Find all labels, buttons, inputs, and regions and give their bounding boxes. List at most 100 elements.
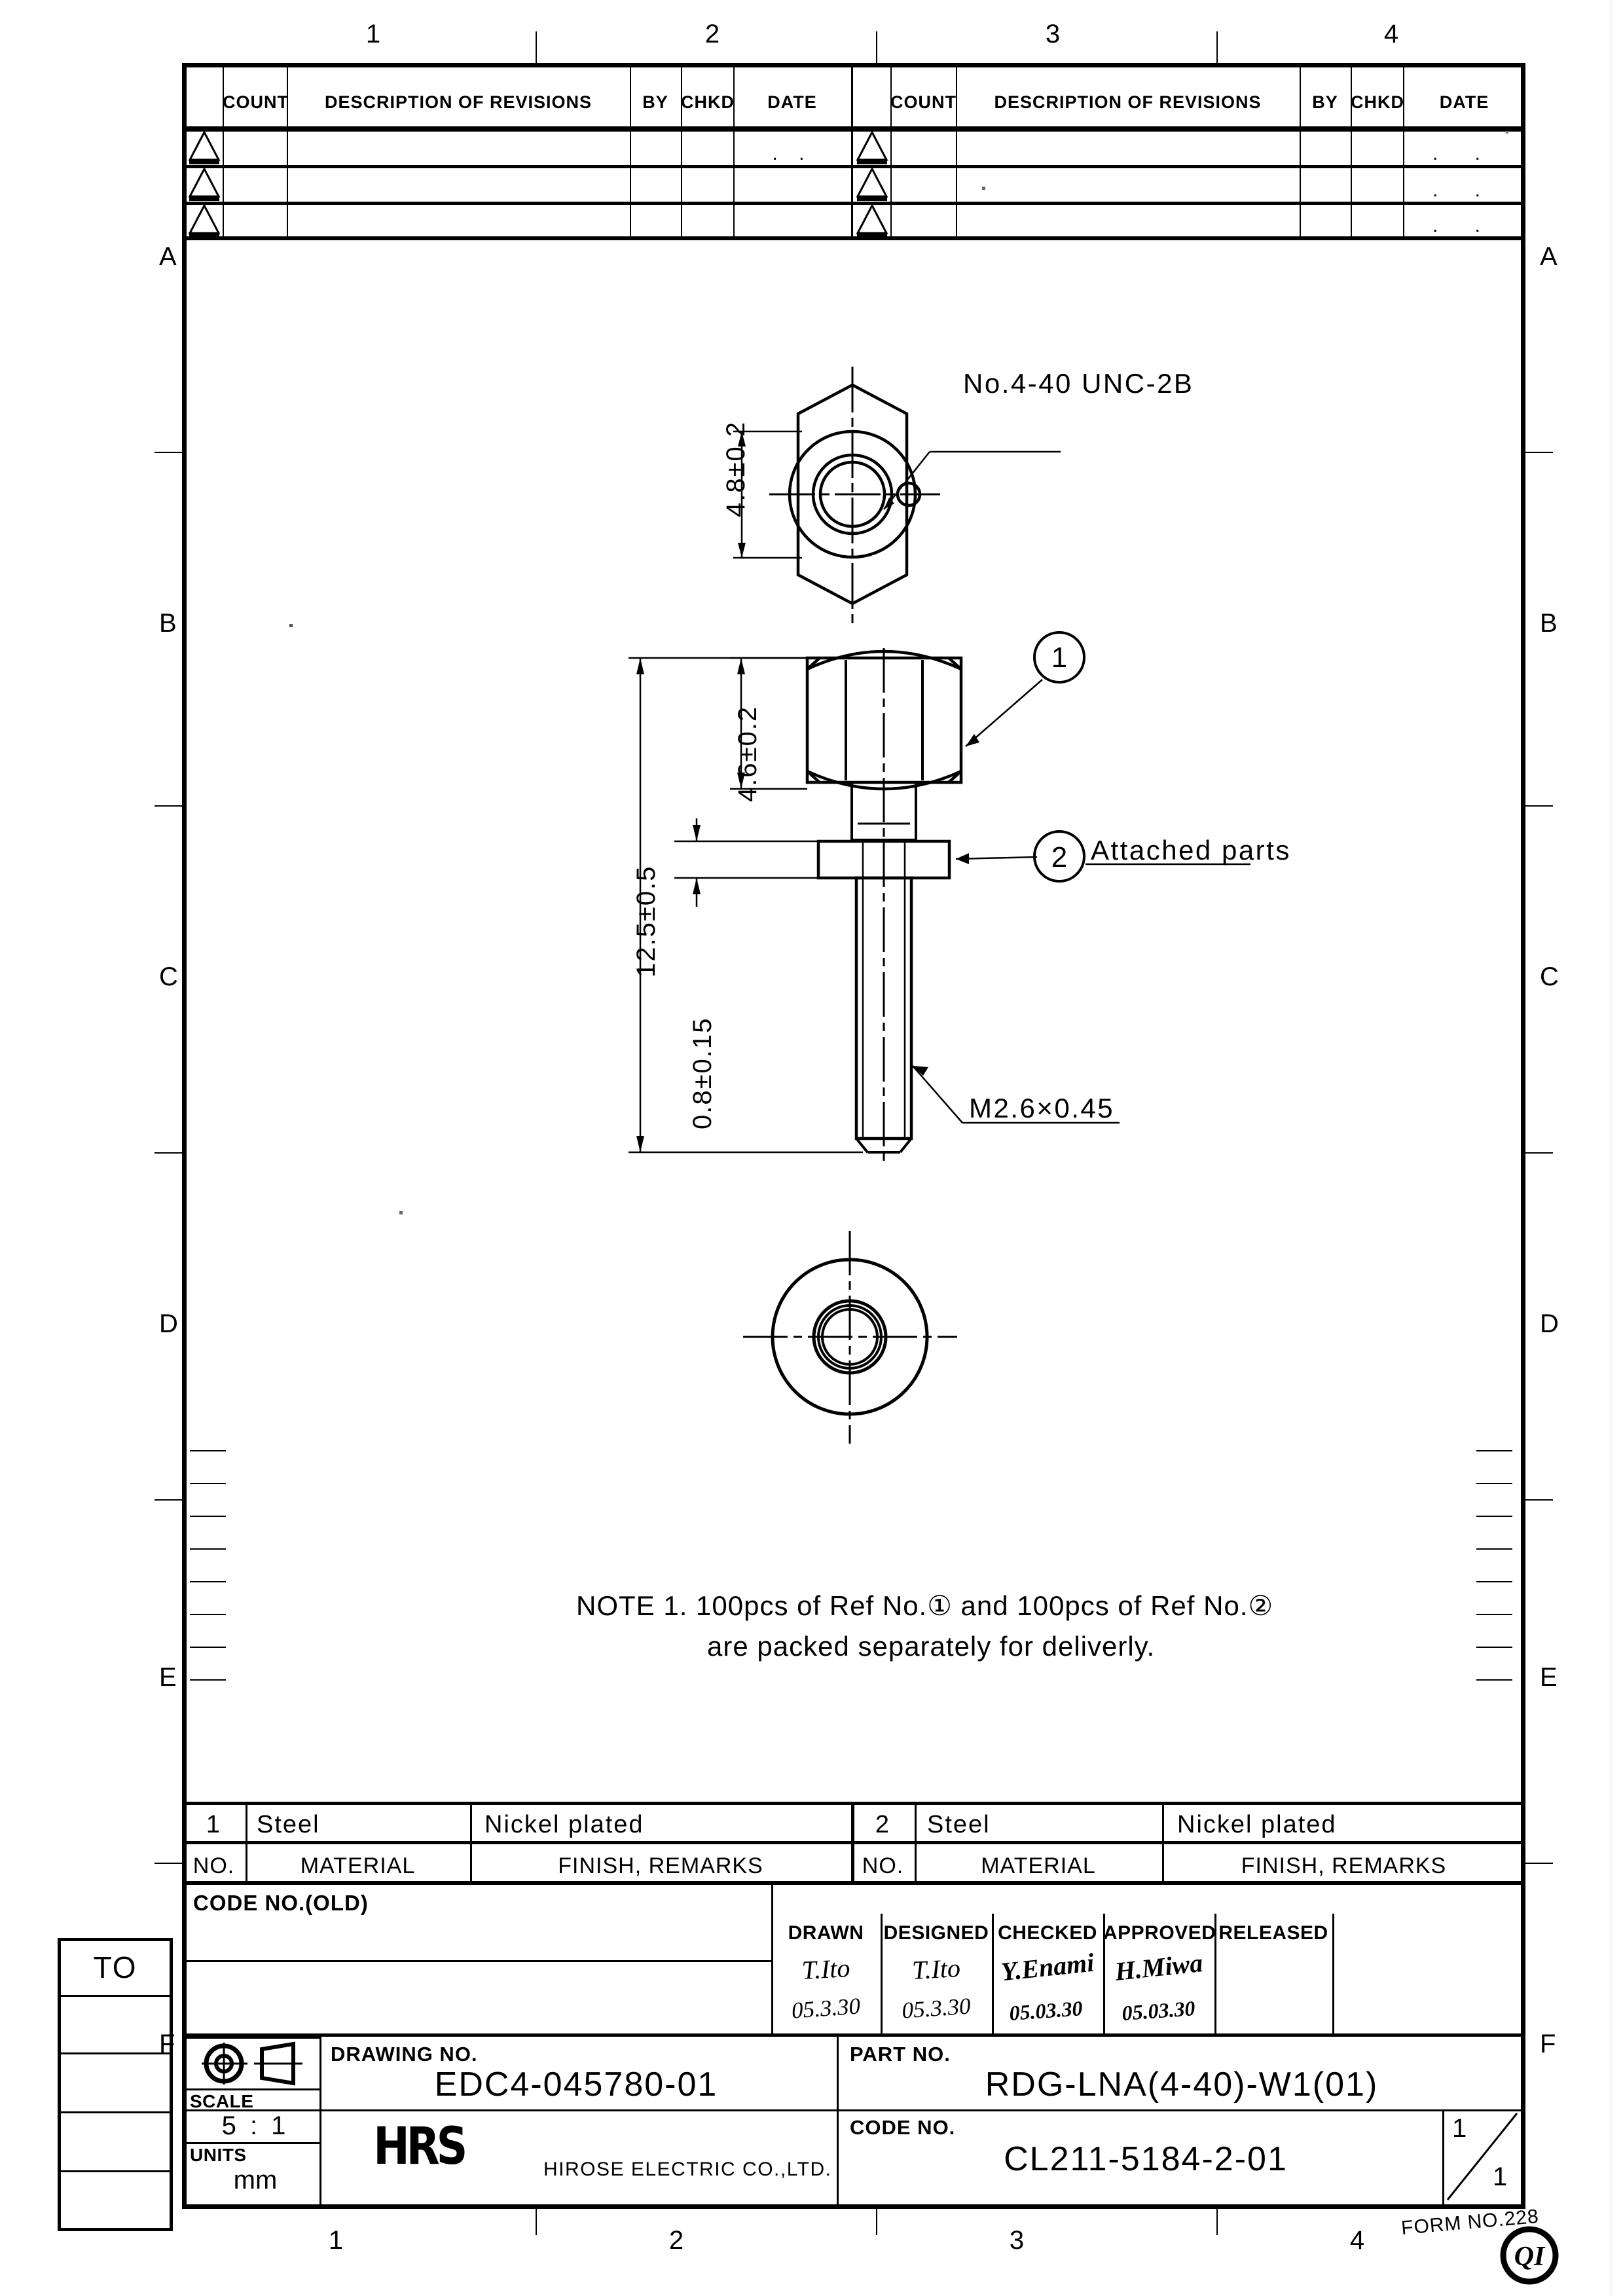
- rev-header-description-left: DESCRIPTION OF REVISIONS: [324, 92, 593, 112]
- approval-date-designed: 05.3.30: [901, 1993, 972, 2024]
- title-hline-approval-bottom: [182, 2033, 1525, 2037]
- rev-hline-r3: [182, 202, 1525, 205]
- rev-header-chkd-left: CHKD: [681, 92, 735, 112]
- zone-row-c-left: C: [159, 962, 178, 991]
- rev-header-description-right: DESCRIPTION OF REVISIONS: [994, 92, 1262, 112]
- signature-drawn: T.Ito: [801, 1953, 851, 1985]
- parts-hline-bottom: [182, 1881, 1525, 1885]
- frame-top-border: [182, 63, 1525, 67]
- zone-col-3-bottom: 3: [1009, 2226, 1025, 2255]
- zone-divider-bot-3: [1216, 2206, 1218, 2235]
- title-vl-drawn: [881, 1914, 883, 2033]
- rev-hline-r1: [182, 128, 1525, 132]
- side-view-screw: [629, 631, 1250, 1162]
- side-tab-divider-4: [61, 2170, 170, 2172]
- zone-col-2-top: 2: [704, 20, 720, 48]
- approval-header-drawn: DRAWN: [788, 1922, 864, 1944]
- zone-divider-bot-2: [876, 2206, 877, 2235]
- parts-col-label-no-right: NO.: [862, 1853, 904, 1878]
- title-hline-drawing: [182, 2109, 1525, 2111]
- zone-row-e-right: E: [1540, 1663, 1558, 1692]
- rev-vl-l2: [287, 63, 288, 236]
- part-no-label: PART NO.: [850, 2043, 951, 2066]
- sheet-current: 1: [1452, 2114, 1467, 2143]
- scan-speck-3: [982, 187, 985, 190]
- parts-col-label-no-left: NO.: [192, 1853, 235, 1878]
- scan-speck-4: [1506, 131, 1508, 134]
- title-vl-designed: [992, 1914, 994, 2033]
- rev-header-date-right: DATE: [1439, 92, 1489, 112]
- parts-col-label-material-left: MATERIAL: [300, 1853, 416, 1878]
- zone-row-a-left: A: [159, 242, 177, 271]
- frame-right-border: [1521, 63, 1525, 2209]
- sheet-total: 1: [1493, 2162, 1508, 2191]
- row-tick-left-1: [155, 452, 182, 453]
- approval-header-designed: DESIGNED: [883, 1922, 989, 1944]
- title-vl-left-approval: [771, 1885, 773, 2033]
- zone-row-e-left: E: [159, 1663, 177, 1692]
- rev-vl-l4: [681, 63, 682, 236]
- parts-col-label-finish-right: FINISH, REMARKS: [1241, 1853, 1447, 1878]
- side-tab-divider-1: [61, 1995, 170, 1997]
- frame-bottom-border: [182, 2204, 1525, 2209]
- revision-triangles-right: [856, 130, 888, 238]
- parts-item-1-finish: Nickel plated: [484, 1811, 644, 1838]
- title-vl-sheet: [1442, 2109, 1444, 2204]
- note-line-1: NOTE 1. 100pcs of Ref No.① and 100pcs of…: [576, 1590, 1274, 1621]
- rev-row-1-date-right: . .: [1432, 143, 1496, 164]
- title-hline-codeold: [182, 1960, 771, 1962]
- zone-col-3-top: 3: [1045, 20, 1061, 48]
- title-hline-projsym: [182, 2037, 319, 2039]
- side-tab-to: [58, 1938, 173, 2231]
- zone-col-1-bottom: 1: [328, 2226, 344, 2255]
- rev-vl-r5: [1403, 63, 1404, 236]
- parts-col-label-finish-left: FINISH, REMARKS: [558, 1853, 763, 1878]
- paper-edge-right: [1611, 0, 1612, 2296]
- parts-item-2-material: Steel: [927, 1811, 991, 1838]
- rev-vl-r2: [956, 63, 957, 236]
- side-tab-divider-3: [61, 2111, 170, 2113]
- scale-value: 5 : 1: [221, 2111, 289, 2140]
- zone-col-4-bottom: 4: [1349, 2226, 1365, 2255]
- rev-header-count-right: COUNT: [890, 92, 957, 112]
- approval-date-approved: 05.03.30: [1121, 1996, 1196, 2025]
- zone-col-4-top: 4: [1383, 20, 1399, 48]
- code-no-old-label: CODE NO.(OLD): [193, 1891, 369, 1915]
- rev-vl-l5: [733, 63, 735, 236]
- svg-text:QI: QI: [1514, 2242, 1546, 2272]
- top-view-thread-callout: No.4-40 UNC-2B: [963, 368, 1194, 399]
- first-angle-projection-symbol: [202, 2041, 302, 2086]
- note-line-2: are packed separately for deliverly.: [707, 1631, 1156, 1662]
- parts-vl-2: [470, 1802, 472, 1882]
- rev-row-3-date-right: . .: [1432, 215, 1496, 236]
- rev-header-by-left: BY: [642, 92, 668, 112]
- rev-vl-l3: [630, 63, 631, 236]
- side-view-dim-hex: 4.6±0.2: [733, 705, 762, 802]
- zone-divider-bot-1: [536, 2206, 537, 2235]
- qi-stamp: QI: [1500, 2226, 1559, 2285]
- row-tick-right-3: [1525, 1152, 1553, 1154]
- zone-row-c-right: C: [1540, 962, 1559, 991]
- zone-row-a-right: A: [1540, 242, 1558, 271]
- rev-header-chkd-right: CHKD: [1351, 92, 1404, 112]
- row-tick-right-2: [1525, 805, 1553, 807]
- side-view-dim-washer: 0.8±0.15: [688, 1017, 717, 1129]
- bottom-view-circles: [743, 1231, 957, 1444]
- zone-divider-top-3: [1216, 31, 1218, 63]
- parts-item-1-material: Steel: [257, 1811, 320, 1838]
- parts-vl-mid: [851, 1802, 854, 1882]
- parts-vl-1: [246, 1802, 247, 1882]
- zone-row-b-right: B: [1540, 609, 1558, 638]
- title-vl-drawingno: [837, 2037, 839, 2204]
- zone-divider-top-2: [876, 31, 877, 63]
- rev-vl-r1: [890, 63, 892, 236]
- side-view-dim-overall: 12.5±0.5: [632, 865, 661, 977]
- attached-parts-label: Attached parts: [1091, 835, 1291, 866]
- row-tick-right-5: [1525, 1863, 1553, 1864]
- code-no-label: CODE NO.: [850, 2116, 956, 2139]
- side-tab-to-label: TO: [93, 1950, 137, 1984]
- zone-row-d-right: D: [1540, 1309, 1559, 1338]
- title-hline-scale: [182, 2088, 319, 2090]
- title-vl-approved: [1214, 1914, 1216, 2033]
- rev-hline-bottom: [182, 236, 1525, 240]
